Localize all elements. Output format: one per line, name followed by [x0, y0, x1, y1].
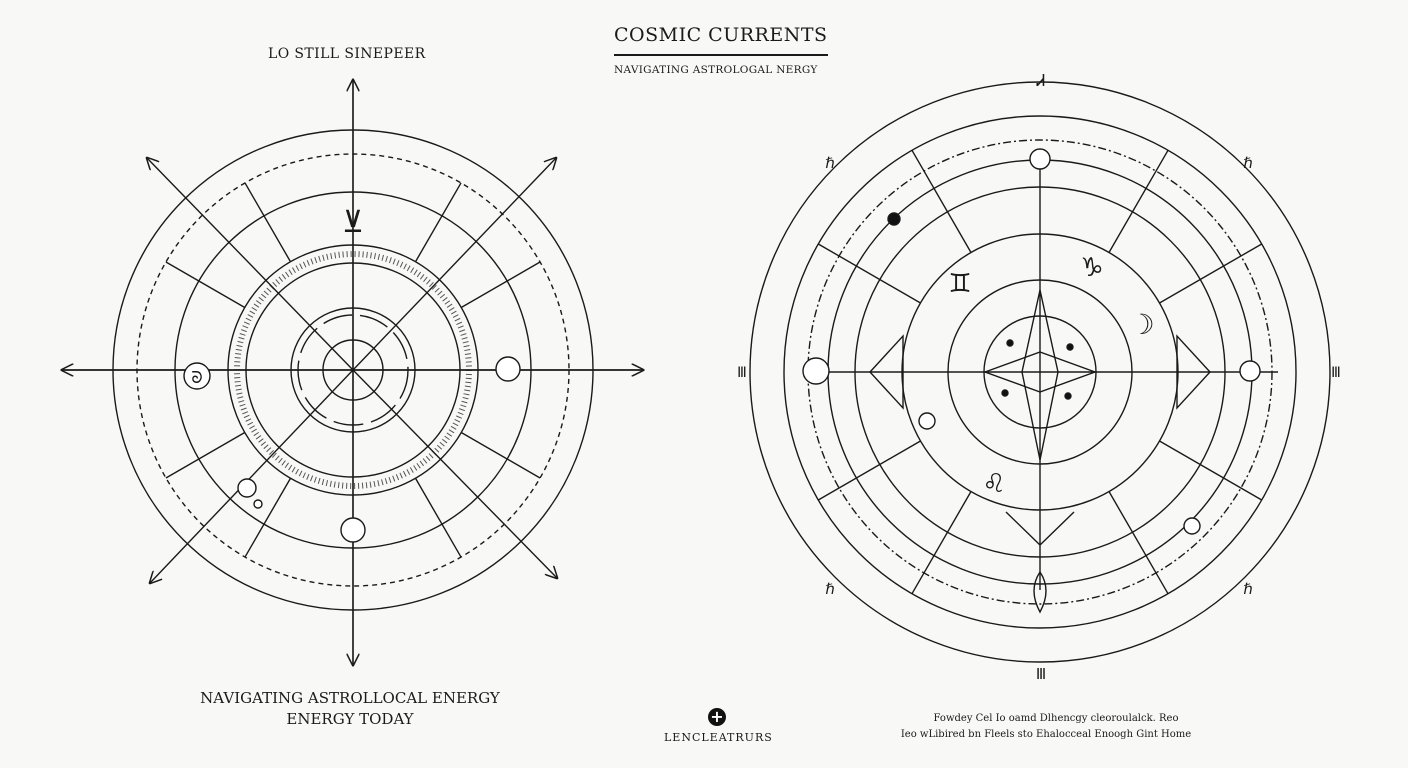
gemini-glyph: ♊: [948, 269, 971, 299]
house-divider: [165, 261, 246, 309]
plus-circle-icon[interactable]: +: [708, 708, 726, 726]
left-top-glyph: ⊻: [342, 205, 364, 240]
left-side-glyph: ᘐ: [191, 368, 202, 387]
house-divider: [911, 491, 972, 595]
house-divider: [165, 431, 246, 479]
house-divider: [1159, 243, 1263, 304]
house-divider: [911, 149, 972, 253]
house-divider: [1159, 440, 1263, 501]
house-divider: [817, 440, 921, 501]
glyph-right: Ⅲ: [1331, 365, 1341, 381]
house-divider: [1108, 149, 1169, 253]
house-divider: [244, 477, 292, 558]
right-astrology-wheel: Ꮧ ℏ ℏ Ⅲ Ⅲ Ⅲ ℏ ℏ ♊ ♑ ☽ ♌: [737, 71, 1341, 683]
house-divider: [460, 431, 541, 479]
glyph-top: Ꮧ: [1036, 71, 1045, 90]
house-divider: [817, 243, 921, 304]
leo-glyph: ♌: [982, 469, 1005, 499]
left-astrology-wheel: ⊻ ᘐ: [62, 80, 643, 665]
house-divider: [414, 477, 462, 558]
title-divider: [614, 54, 828, 56]
glyph-top-left: ℏ: [825, 154, 835, 172]
glyph-left: Ⅲ: [737, 365, 747, 381]
left-wheel-title: LO STILL SINEPEER: [268, 46, 426, 62]
house-divider: [244, 182, 292, 263]
left-caption-line2: ENERGY TODAY: [286, 710, 414, 728]
left-caption-line1: NAVIGATING ASTROLLOCAL ENERGY: [200, 689, 500, 707]
moon-glyph: ☽: [1129, 308, 1154, 341]
footer-note-line1: Fowdey Cel Io oamd Dlhencgy cleoroulalck…: [933, 713, 1179, 724]
glyph-bottom: Ⅲ: [1036, 665, 1046, 683]
glyph-bottom-right: ℏ: [1243, 580, 1253, 598]
house-divider: [414, 182, 462, 263]
legend-label: LENCLEATRURS: [664, 731, 773, 744]
page-subtitle: NAVIGATING ASTROLOGAL NERGY: [614, 64, 818, 76]
page-title: COSMIC CURRENTS: [614, 24, 828, 46]
glyph-top-right: ℏ: [1243, 154, 1253, 172]
house-divider: [1108, 491, 1169, 595]
house-divider: [460, 261, 541, 309]
glyph-bottom-left: ℏ: [825, 580, 835, 598]
footer-note-line2: Ieo wLibired bn Fleels sto Ehalocceal En…: [900, 729, 1192, 740]
capricorn-glyph: ♑: [1080, 253, 1103, 283]
